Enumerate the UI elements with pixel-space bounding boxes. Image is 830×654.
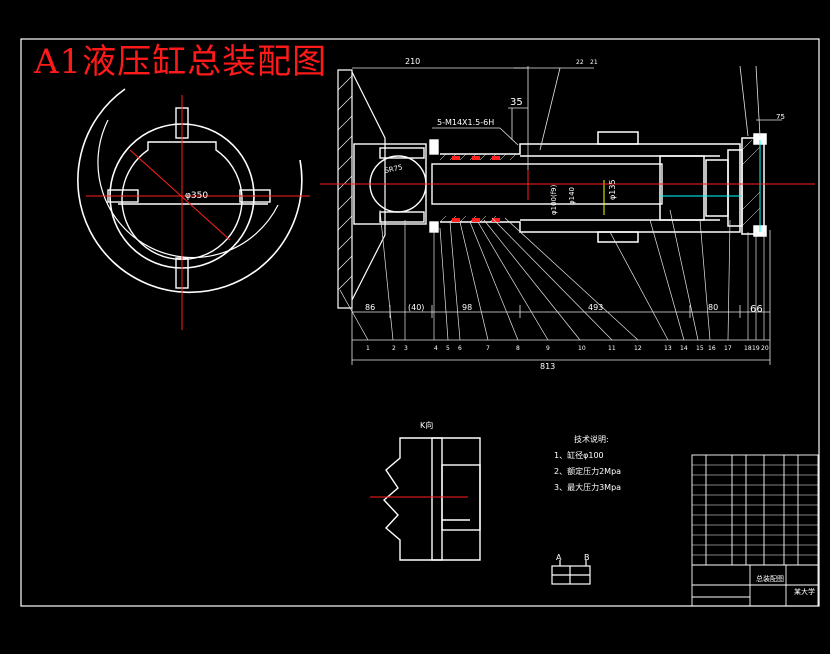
cylinder-barrel xyxy=(440,131,767,243)
part-number: 12 xyxy=(634,345,642,352)
k-view-label: K向 xyxy=(420,420,433,430)
dim-phi350: φ350 xyxy=(185,191,208,201)
dim-phi140: φ140 xyxy=(568,187,576,205)
barrel-hatching xyxy=(439,139,761,227)
title-block-rows xyxy=(692,464,818,556)
part-number: 1 xyxy=(366,345,370,352)
bottom-dimensions xyxy=(351,230,771,365)
seals xyxy=(452,156,500,222)
part-number: 13 xyxy=(664,345,672,352)
part-number: 7 xyxy=(486,345,490,352)
part-numbers: 1 2 3 4 5 6 7 8 9 10 11 12 13 14 15 16 1… xyxy=(366,59,769,352)
dim-813: 813 xyxy=(540,362,555,371)
notes-heading: 技术说明: xyxy=(574,434,609,444)
ab-label-b: B xyxy=(584,553,590,562)
part-number: 3 xyxy=(404,345,408,352)
dim-sr: SR75 xyxy=(384,163,403,175)
part-number: 2 xyxy=(392,345,396,352)
title-block-school: 某大学 xyxy=(794,587,815,596)
dim-66: 66 xyxy=(750,304,763,315)
part-number: 4 xyxy=(434,345,438,352)
part-number: 18 xyxy=(744,345,752,352)
dim-493: 493 xyxy=(588,303,603,312)
title-block-drawing-name: 总装配图 xyxy=(756,574,784,583)
part-number: 8 xyxy=(516,345,520,352)
drawing-frame xyxy=(20,38,820,607)
ab-symbol xyxy=(551,560,591,585)
note-1: 1、缸径φ100 xyxy=(554,450,604,460)
part-number: 22 xyxy=(576,59,584,66)
part-number: 5 xyxy=(446,345,450,352)
drawing-title: A1液压缸总装配图 xyxy=(34,42,328,82)
dim-35: 35 xyxy=(510,97,523,108)
part-number: 6 xyxy=(458,345,462,352)
k-view xyxy=(382,437,481,561)
note-2: 2、额定压力2Mpa xyxy=(554,466,621,476)
part-number: 21 xyxy=(590,59,598,66)
part-number: 10 xyxy=(578,345,586,352)
dim-210: 210 xyxy=(405,57,420,66)
part-number: 16 xyxy=(708,345,716,352)
title-block xyxy=(691,454,819,607)
part-number: 9 xyxy=(546,345,550,352)
dim-thread: 5-M14X1.5-6H xyxy=(437,118,494,127)
dim-80: 80 xyxy=(708,303,718,312)
part-number: 15 xyxy=(696,345,704,352)
ab-label-a: A xyxy=(556,553,562,562)
part-number: 20 xyxy=(761,345,769,352)
end-view-centerlines xyxy=(86,95,310,330)
dim-phi135: φ135 xyxy=(608,179,617,200)
dim-98: 98 xyxy=(462,303,472,312)
top-dimensions xyxy=(352,65,782,170)
technical-notes: 技术说明: 1、缸径φ100 2、额定压力2Mpa 3、最大压力3Mpa xyxy=(554,434,621,492)
mounting-base xyxy=(337,69,386,309)
part-number: 19 xyxy=(752,345,760,352)
part-number: 17 xyxy=(724,345,732,352)
note-3: 3、最大压力3Mpa xyxy=(554,482,621,492)
leader-lines xyxy=(339,209,765,341)
dim-phi100: φ100(f9) xyxy=(550,184,558,215)
dim-86: 86 xyxy=(365,303,375,312)
part-number: 14 xyxy=(680,345,688,352)
part-number: 11 xyxy=(608,345,616,352)
dim-75: 75 xyxy=(776,113,785,121)
dim-40: (40) xyxy=(408,303,424,312)
